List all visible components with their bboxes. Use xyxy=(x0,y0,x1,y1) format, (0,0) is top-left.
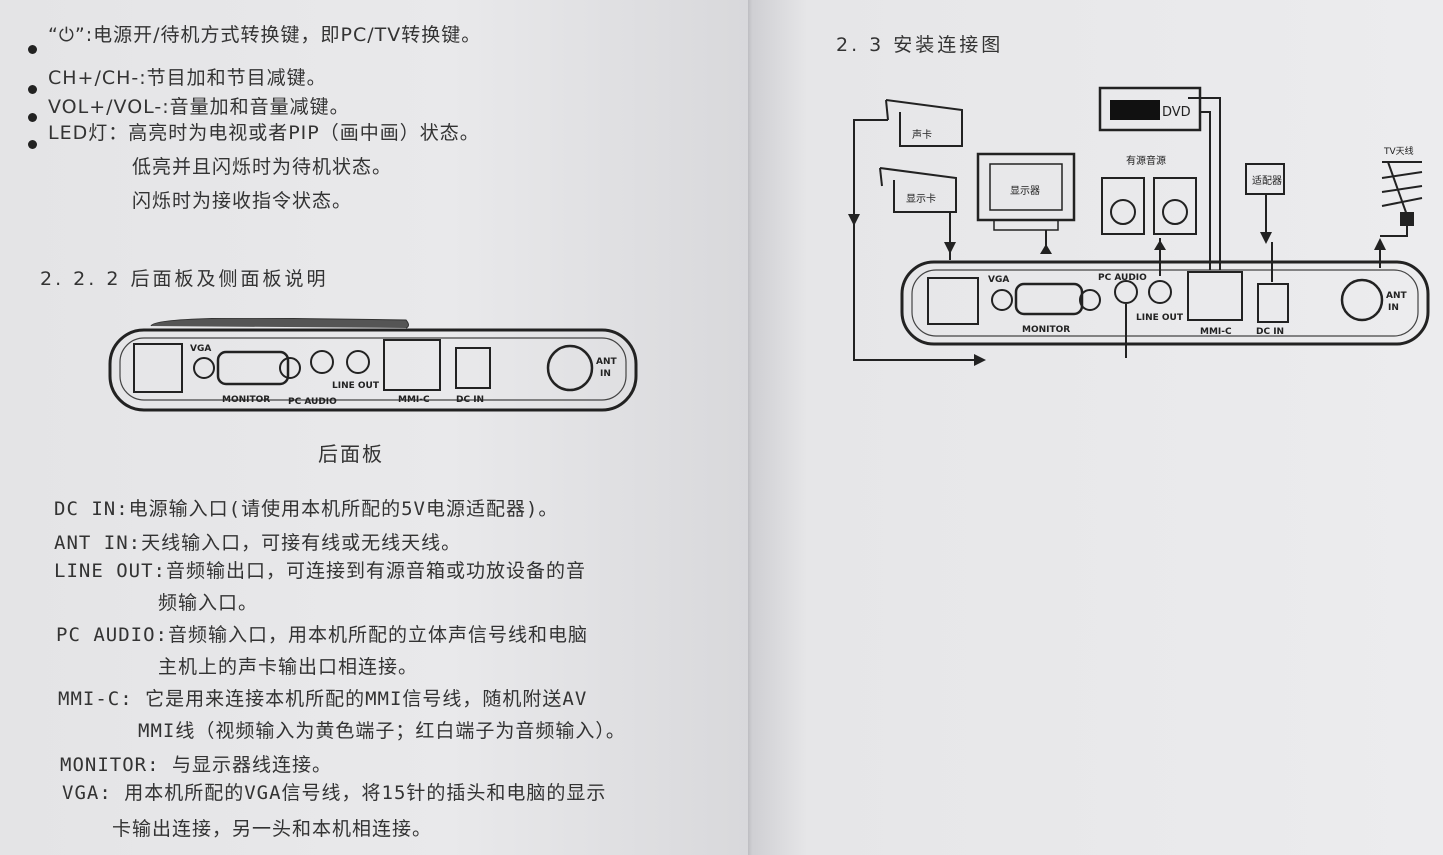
connection-lines xyxy=(853,97,1408,361)
label-unit-vga: VGA xyxy=(988,275,1009,285)
bullet-volume-keys: VOL+/VOL-:音量加和音量减键。 xyxy=(48,96,350,118)
bullet-channel-keys: CH+/CH-:节目加和节目减键。 xyxy=(48,67,327,89)
unit-port-left xyxy=(927,277,979,325)
desc-ant-in: ANT IN:天线输入口，可接有线或无线天线。 xyxy=(54,532,462,554)
rear-panel-caption: 后面板 xyxy=(318,442,384,466)
desc-monitor: MONITOR: 与显示器线连接。 xyxy=(60,754,332,776)
pc-audio-jack xyxy=(310,350,334,374)
right-page: 2. 3 安装连接图 声卡 显示卡 显示器 有源音源 DVD xyxy=(752,0,1443,855)
label-ant: ANT xyxy=(596,357,617,367)
label-unit-line-out: LINE OUT xyxy=(1136,313,1184,323)
graphics-card-bracket xyxy=(879,167,883,187)
dvd-player xyxy=(1098,86,1202,132)
label-dvd: DVD xyxy=(1162,105,1191,120)
left-page: “⏻”:电源开/待机方式转换键，即PC/TV转换键。 CH+/CH-:节目加和节… xyxy=(0,0,752,855)
unit-dc-in-port xyxy=(1257,283,1289,323)
speaker-right-cone xyxy=(1162,199,1188,225)
label-sound-card: 声卡 xyxy=(912,128,932,141)
label-mmi-c: MMI-C xyxy=(398,395,430,405)
unit-line-out-jack xyxy=(1148,280,1172,304)
led-standby-line: 低亮并且闪烁时为待机状态。 xyxy=(132,156,393,178)
line-out-jack xyxy=(346,350,370,374)
monitor-port xyxy=(216,350,290,386)
speaker-left xyxy=(1101,177,1145,235)
desc-vga-cont: 卡输出连接，另一头和本机相连接。 xyxy=(112,818,433,840)
label-pc-audio: PC AUDIO xyxy=(288,397,337,407)
bullet-dot xyxy=(28,140,37,149)
label-unit-monitor: MONITOR xyxy=(1022,325,1070,335)
mmi-port-left xyxy=(133,343,183,393)
connection-diagram: 声卡 显示卡 显示器 有源音源 DVD 适配器 TV天线 xyxy=(848,86,1430,366)
section-heading-panels: 2. 2. 2 后面板及侧面板说明 xyxy=(40,268,329,290)
connection-arrows xyxy=(848,214,1386,366)
bullet-dot xyxy=(28,113,37,122)
sound-card-box xyxy=(885,99,963,147)
desc-mmi-c: MMI-C: 它是用来连接本机所配的MMI信号线，随机附送AV xyxy=(58,688,588,710)
ant-in-port xyxy=(546,344,594,392)
label-adapter: 适配器 xyxy=(1252,175,1282,187)
label-vga: VGA xyxy=(190,344,211,354)
sound-card-bracket xyxy=(885,99,889,121)
unit-vga-screw xyxy=(1079,289,1101,311)
label-in: IN xyxy=(600,369,611,379)
label-active-speakers: 有源音源 xyxy=(1126,154,1166,167)
unit-outline xyxy=(900,260,1430,346)
label-graphics-card: 显示卡 xyxy=(906,192,936,205)
label-line-out: LINE OUT xyxy=(332,381,380,391)
label-unit-mmi-c: MMI-C xyxy=(1200,327,1232,337)
unit-ant-in-port xyxy=(1340,278,1384,322)
unit-inner-outline xyxy=(911,269,1419,337)
unit-monitor-port xyxy=(1014,282,1084,316)
desc-pc-audio: PC AUDIO:音频输入口，用本机所配的立体声信号线和电脑 xyxy=(56,624,588,646)
unit-vga-screw xyxy=(991,289,1013,311)
dvd-display xyxy=(1110,100,1160,120)
label-unit-in: IN xyxy=(1388,303,1399,313)
rear-panel-diagram: VGA MONITOR PC AUDIO LINE OUT MMI-C DC I… xyxy=(108,318,638,412)
desc-mmi-c-cont: MMI线（视频输入为黄色端子；红白端子为音频输入）。 xyxy=(138,720,626,742)
label-monitor: MONITOR xyxy=(222,395,270,405)
bullet-dot xyxy=(28,45,37,54)
panel-top-vent xyxy=(150,318,409,329)
desc-line-out: LINE OUT:音频输出口，可连接到有源音箱或功放设备的音 xyxy=(54,560,586,582)
label-dc-in: DC IN xyxy=(456,395,484,405)
desc-pc-audio-cont: 主机上的声卡输出口相连接。 xyxy=(158,656,419,678)
label-unit-ant: ANT xyxy=(1386,291,1407,301)
speaker-right xyxy=(1153,177,1197,235)
dc-in-port xyxy=(455,347,491,389)
led-receive-line: 闪烁时为接收指令状态。 xyxy=(132,190,353,212)
mmi-c-port xyxy=(383,339,441,391)
label-unit-dc-in: DC IN xyxy=(1256,327,1284,337)
section-heading-connection: 2. 3 安装连接图 xyxy=(836,34,1004,56)
desc-line-out-cont: 频输入口。 xyxy=(158,592,259,614)
bullet-dot xyxy=(28,85,37,94)
vga-screw xyxy=(193,357,215,379)
speaker-left-cone xyxy=(1110,199,1136,225)
tv-antenna xyxy=(1381,161,1423,219)
label-monitor-device: 显示器 xyxy=(1010,185,1040,197)
desc-dc-in: DC IN:电源输入口(请使用本机所配的5V电源适配器)。 xyxy=(54,498,559,520)
desc-vga: VGA: 用本机所配的VGA信号线，将15针的插头和电脑的显示 xyxy=(62,782,607,804)
bullet-power-key: “⏻”:电源开/待机方式转换键，即PC/TV转换键。 xyxy=(48,24,482,46)
monitor-screen xyxy=(989,163,1063,211)
monitor-stand xyxy=(993,219,1059,231)
unit-pc-audio-jack xyxy=(1114,280,1138,304)
bullet-led: LED灯：高亮时为电视或者PIP（画中画）状态。 xyxy=(48,122,480,144)
label-unit-pc-audio: PC AUDIO xyxy=(1098,273,1147,283)
unit-mmi-c-port xyxy=(1187,271,1243,321)
vga-screw xyxy=(279,357,301,379)
panel-inner-outline xyxy=(119,337,627,401)
graphics-card-box xyxy=(879,167,957,213)
antenna-plug xyxy=(1400,212,1414,226)
panel-outline xyxy=(108,328,638,412)
label-tv-antenna: TV天线 xyxy=(1383,145,1414,157)
